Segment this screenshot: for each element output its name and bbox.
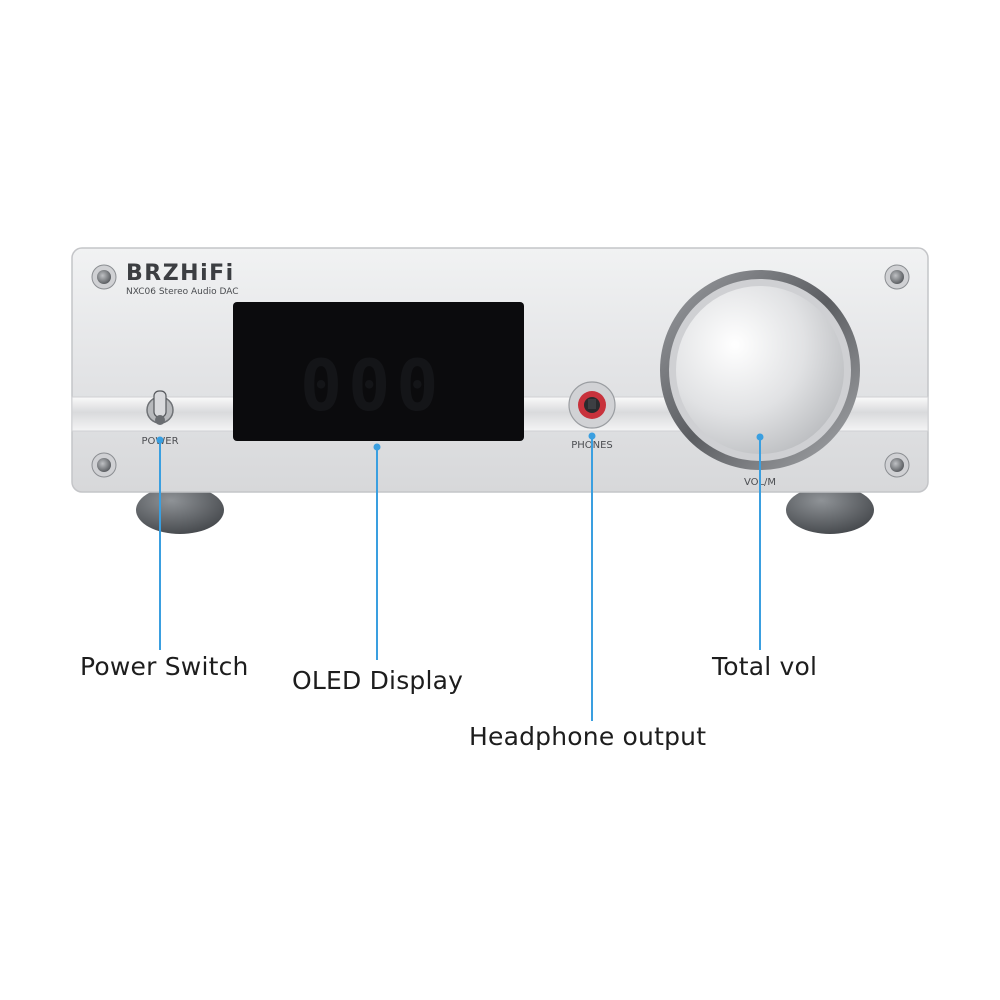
- callout-headphone-output: Headphone output: [469, 722, 707, 751]
- callout-oled-display: OLED Display: [292, 666, 464, 695]
- right-foot: [786, 486, 874, 534]
- model-text: NXC06 Stereo Audio DAC: [126, 287, 239, 297]
- leader-volume: [756, 433, 764, 650]
- callout-total-vol: Total vol: [712, 652, 818, 681]
- display-digits: 000: [300, 345, 444, 427]
- screw-bottom-right: [884, 452, 910, 478]
- power-toggle-switch[interactable]: [146, 390, 174, 425]
- leader-oled: [373, 443, 381, 660]
- volume-knob[interactable]: [660, 270, 860, 470]
- leader-headphone: [588, 432, 596, 721]
- left-foot: [136, 486, 224, 534]
- screw-bottom-left: [91, 452, 117, 478]
- screw-top-right: [884, 264, 910, 290]
- leader-power: [156, 436, 164, 650]
- oled-display: [233, 302, 524, 441]
- brand-logo: BRZHiFi: [126, 261, 235, 286]
- callout-power-switch: Power Switch: [80, 652, 249, 681]
- headphone-jack[interactable]: [568, 381, 616, 429]
- screw-top-left: [91, 264, 117, 290]
